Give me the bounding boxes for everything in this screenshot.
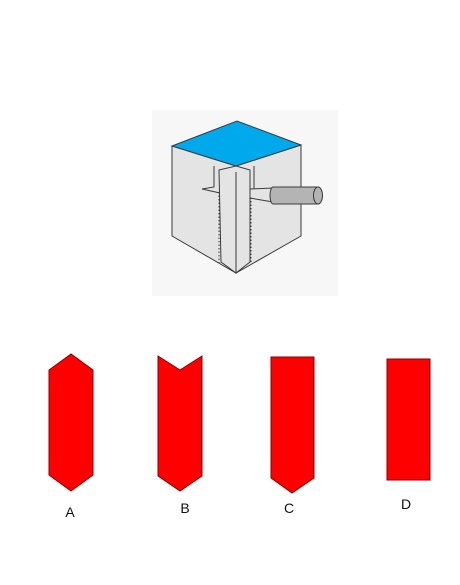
cube-top-face bbox=[170, 120, 303, 167]
rod-end-cap bbox=[313, 186, 323, 205]
option-label-a: A bbox=[65, 504, 75, 520]
option-label-c: C bbox=[284, 500, 294, 516]
option-shape-d[interactable] bbox=[386, 358, 431, 481]
option-shape-c[interactable] bbox=[270, 356, 315, 494]
option-label-d: D bbox=[401, 496, 411, 512]
cube-figure bbox=[170, 120, 323, 274]
slot-wedge bbox=[218, 165, 251, 274]
answer-options: A B C D bbox=[48, 353, 431, 520]
option-label-b: B bbox=[180, 500, 189, 516]
option-shape-a[interactable] bbox=[48, 353, 94, 492]
option-shape-b[interactable] bbox=[157, 355, 203, 492]
slot-outline-left bbox=[201, 166, 221, 194]
